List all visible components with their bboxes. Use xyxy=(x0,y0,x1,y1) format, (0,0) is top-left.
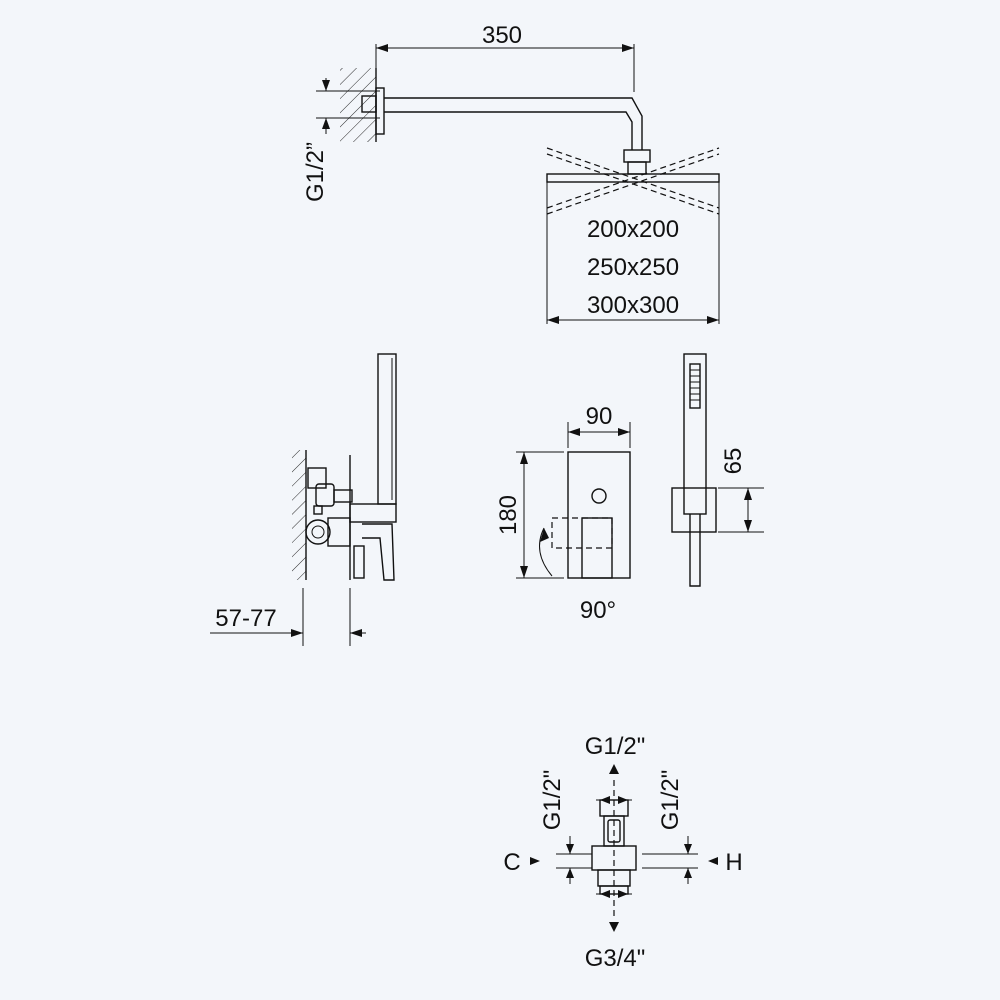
shower-arm-bottom xyxy=(384,111,633,150)
left-connection-label: G1/2" xyxy=(539,770,566,831)
top-connection-label: G1/2" xyxy=(585,733,646,760)
hot-label: H xyxy=(725,849,742,876)
arm-thread-stub xyxy=(361,95,377,113)
diverter-button xyxy=(591,488,607,504)
side-wall-hatch xyxy=(292,450,306,580)
lever-rotation-label: 90° xyxy=(580,597,616,624)
shower-arm-top xyxy=(384,97,643,150)
lever-rotated-dash xyxy=(551,517,613,549)
mixer-front-view: 90° 90 180 xyxy=(495,403,631,624)
side-handle-block xyxy=(349,503,397,523)
ball-joint xyxy=(623,149,651,163)
hand-shower-body xyxy=(683,353,707,515)
valve-body xyxy=(591,845,637,871)
arm-thread-label: G1/2” xyxy=(302,142,329,202)
cold-label: C xyxy=(503,849,520,876)
side-lever xyxy=(362,523,395,581)
head-size-200-label: 200x200 xyxy=(587,216,679,243)
valve-knob-circle xyxy=(305,519,331,545)
head-size-300-label: 300x300 xyxy=(587,292,679,319)
bottom-connection-label: G3/4" xyxy=(585,945,646,972)
rotation-arc xyxy=(539,527,553,577)
plate-width-label: 90 xyxy=(586,403,613,430)
wall-hatch xyxy=(340,68,376,142)
wall-depth-label: 57-77 xyxy=(215,605,276,632)
mixer-side-view: 57-77 xyxy=(210,353,397,646)
head-tilt-dash-2 xyxy=(546,147,720,209)
holder-height-label: 65 xyxy=(720,448,747,475)
arm-length-label: 350 xyxy=(482,22,522,49)
shower-arm-view: 350 G1/2” 200x200 250x250 300x300 xyxy=(302,22,720,324)
plate-height-label: 180 xyxy=(495,495,522,535)
valve-connections-view: G1/2" G3/4" C G1/2" H G1/2" xyxy=(503,733,742,972)
side-hand-shower xyxy=(377,353,397,505)
arm-flange xyxy=(375,87,385,135)
hand-shower-spray-face xyxy=(689,363,701,409)
holder-bracket xyxy=(671,487,717,533)
head-size-250-label: 250x250 xyxy=(587,254,679,281)
cover-plate xyxy=(567,451,631,579)
right-connection-label: G1/2" xyxy=(657,770,684,831)
hand-shower-view: 65 xyxy=(671,353,764,587)
shower-head xyxy=(546,173,720,183)
